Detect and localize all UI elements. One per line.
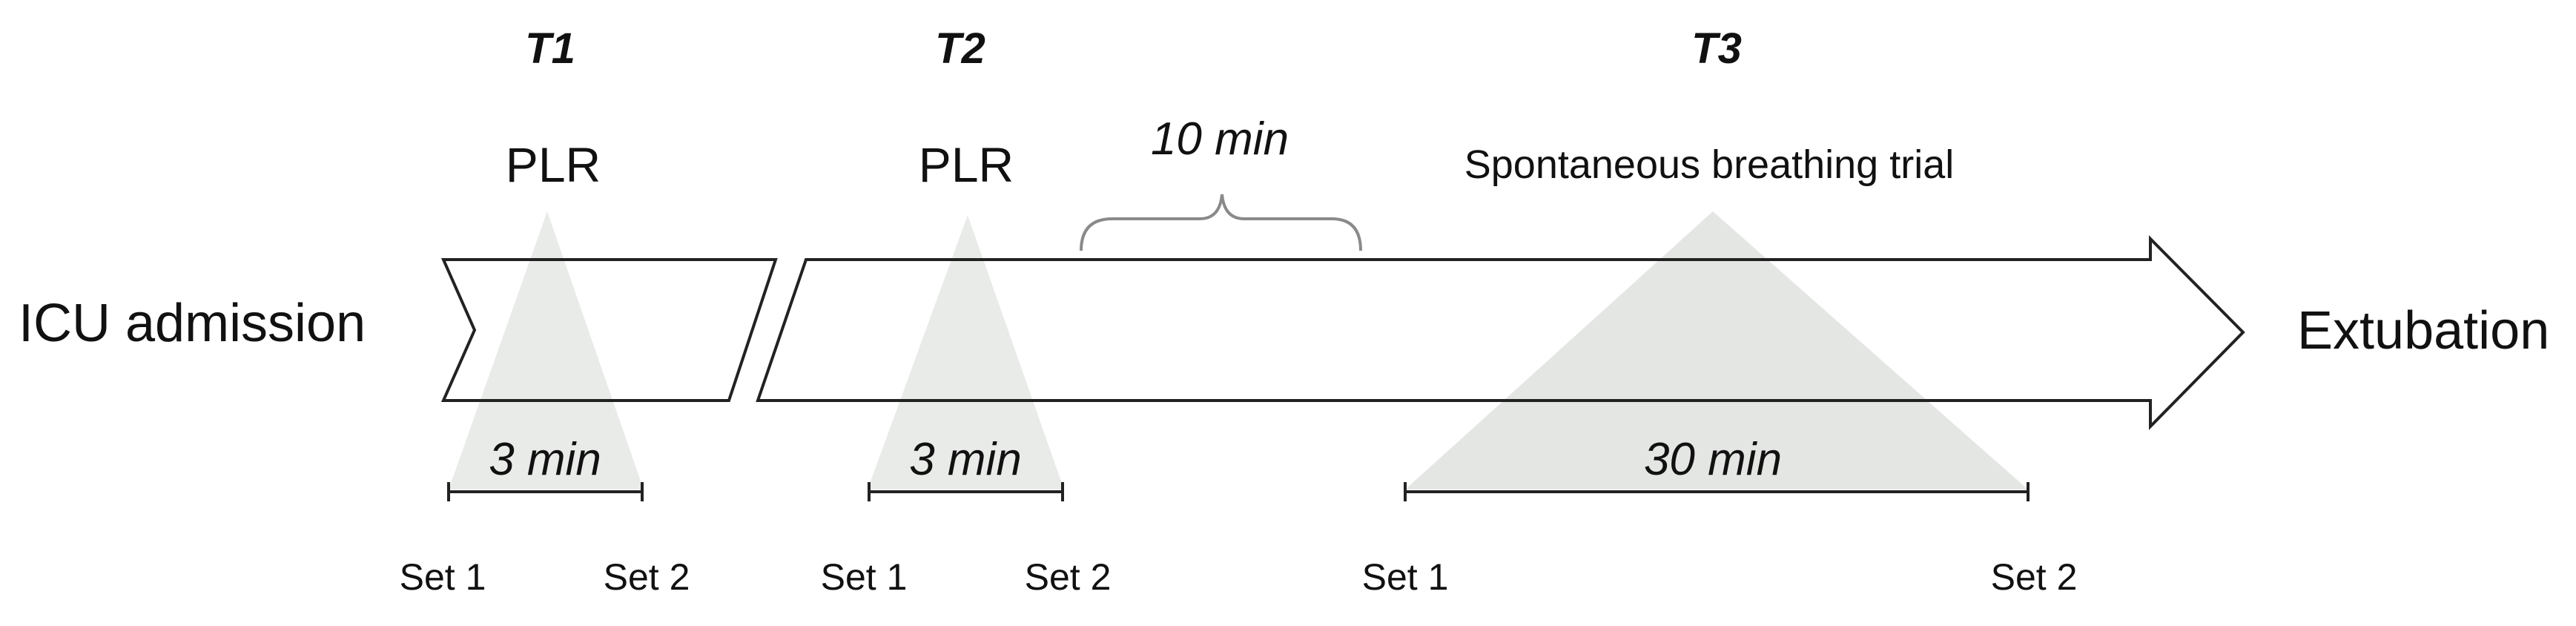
t2-set-start-label: Set 1 <box>821 556 908 598</box>
t3-duration-label: 30 min <box>1644 434 1782 485</box>
t2-procedure-label: PLR <box>919 137 1014 192</box>
interval-label: 10 min <box>1151 113 1289 165</box>
t1-set-start-label: Set 1 <box>400 556 486 598</box>
t1-phase-label: T1 <box>525 24 575 73</box>
t2-set-end-label: Set 2 <box>1025 556 1112 598</box>
t1-set-end-label: Set 2 <box>604 556 690 598</box>
t2-phase-label: T2 <box>935 24 985 73</box>
t3-duration-bar <box>1404 482 2030 501</box>
t2-duration-bar <box>868 482 1064 501</box>
t3-set-start-label: Set 1 <box>1362 556 1449 598</box>
interval-brace <box>1080 194 1362 251</box>
t2-shade-triangle <box>868 215 1064 490</box>
t2-duration-label: 3 min <box>909 434 1022 485</box>
t1-procedure-label: PLR <box>506 137 601 192</box>
pre-arrow-segment <box>440 258 778 402</box>
t1-duration-label: 3 min <box>489 434 601 485</box>
extubation-label: Extubation <box>2297 301 2549 360</box>
t1-duration-bar <box>447 482 644 501</box>
t1-shade-triangle <box>449 211 644 490</box>
t3-phase-label: T3 <box>1691 24 1742 73</box>
t3-shade-triangle <box>1405 211 2028 490</box>
t3-set-end-label: Set 2 <box>1991 556 2078 598</box>
main-timeline-arrow <box>756 235 2245 430</box>
icu-admission-label: ICU admission <box>19 294 366 353</box>
t3-procedure-label: Spontaneous breathing trial <box>1464 142 1954 187</box>
